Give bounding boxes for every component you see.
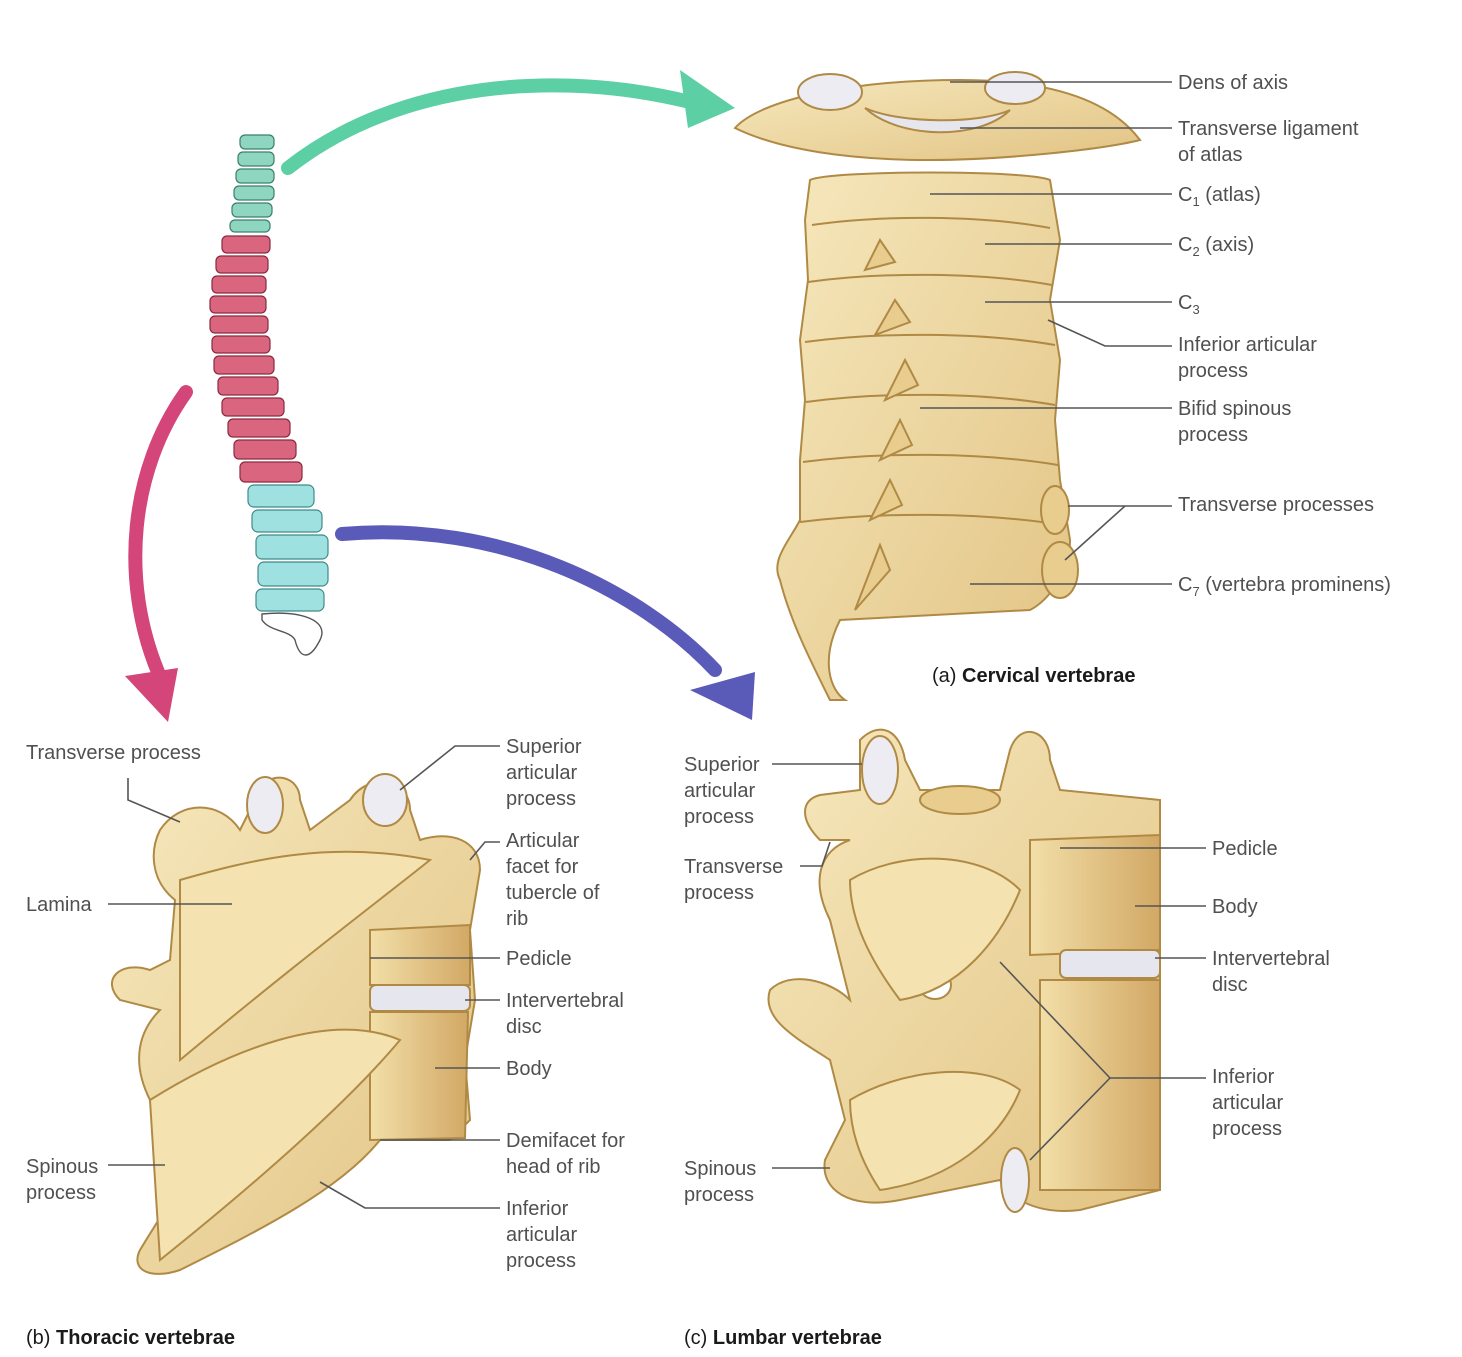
label-line: Transverse ligament bbox=[1178, 116, 1358, 142]
label-c1-atlas: C1 (atlas) bbox=[1178, 182, 1261, 215]
label-part: C bbox=[1178, 574, 1192, 596]
spine-overview bbox=[210, 135, 328, 655]
label-line: process bbox=[684, 804, 760, 830]
label-pedicle-thoracic: Pedicle bbox=[506, 946, 572, 972]
label-inferior-articular-process-lumbar: Inferior articular process bbox=[1212, 1064, 1283, 1142]
label-transverse-process-thoracic: Transverse process bbox=[26, 740, 201, 766]
label-line: Superior bbox=[684, 752, 760, 778]
label-superior-articular-process-thoracic: Superior articular process bbox=[506, 734, 582, 812]
label-line: facet for bbox=[506, 854, 599, 880]
label-line: Superior bbox=[506, 734, 582, 760]
caption-letter: (b) bbox=[26, 1327, 50, 1349]
label-dens-of-axis: Dens of axis bbox=[1178, 70, 1288, 96]
label-subscript: 1 bbox=[1192, 194, 1199, 209]
thoracic-region bbox=[210, 236, 302, 482]
label-part: (atlas) bbox=[1200, 184, 1261, 206]
label-line: disc bbox=[1212, 972, 1330, 998]
label-articular-facet-tubercle: Articular facet for tubercle of rib bbox=[506, 828, 599, 932]
label-lamina: Lamina bbox=[26, 892, 92, 918]
label-line: Spinous bbox=[684, 1156, 756, 1182]
caption-title: Thoracic vertebrae bbox=[56, 1327, 235, 1349]
label-part: C bbox=[1178, 234, 1192, 256]
label-spinous-process-thoracic: Spinous process bbox=[26, 1154, 98, 1206]
thoracic-illustration bbox=[112, 774, 480, 1274]
label-body-thoracic: Body bbox=[506, 1056, 552, 1082]
label-line: Bifid spinous bbox=[1178, 396, 1291, 422]
label-line: articular bbox=[1212, 1090, 1283, 1116]
caption-title: Lumbar vertebrae bbox=[713, 1327, 882, 1349]
label-line: Intervertebral bbox=[1212, 946, 1330, 972]
label-subscript: 7 bbox=[1192, 584, 1199, 599]
cervical-illustration bbox=[735, 72, 1140, 700]
caption-thoracic: (b) Thoracic vertebrae bbox=[26, 1326, 235, 1350]
label-line: Spinous bbox=[26, 1154, 98, 1180]
label-line: articular bbox=[506, 760, 582, 786]
label-spinous-process-lumbar: Spinous process bbox=[684, 1156, 756, 1208]
label-line: Transverse bbox=[684, 854, 783, 880]
label-c3: C3 bbox=[1178, 290, 1200, 323]
label-line: disc bbox=[506, 1014, 624, 1040]
caption-cervical: (a) Cervical vertebrae bbox=[932, 664, 1135, 688]
label-line: process bbox=[506, 786, 582, 812]
cervical-region bbox=[230, 135, 274, 232]
label-superior-articular-process-lumbar: Superior articular process bbox=[684, 752, 760, 830]
label-line: Inferior articular bbox=[1178, 332, 1317, 358]
label-transverse-processes: Transverse processes bbox=[1178, 492, 1374, 518]
label-line: of atlas bbox=[1178, 142, 1358, 168]
label-line: process bbox=[26, 1180, 98, 1206]
label-transverse-ligament: Transverse ligament of atlas bbox=[1178, 116, 1358, 168]
label-intervertebral-disc-thoracic: Intervertebral disc bbox=[506, 988, 624, 1040]
label-pedicle-lumbar: Pedicle bbox=[1212, 836, 1278, 862]
label-line: head of rib bbox=[506, 1154, 625, 1180]
caption-letter: (a) bbox=[932, 665, 956, 687]
label-line: tubercle of bbox=[506, 880, 599, 906]
label-inferior-articular-process-thoracic: Inferior articular process bbox=[506, 1196, 577, 1274]
label-line: process bbox=[1178, 422, 1291, 448]
label-transverse-process-lumbar: Transverse process bbox=[684, 854, 783, 906]
caption-lumbar: (c) Lumbar vertebrae bbox=[684, 1326, 882, 1350]
lumbar-illustration bbox=[768, 730, 1160, 1212]
label-line: articular bbox=[506, 1222, 577, 1248]
sacrum-coccyx bbox=[262, 613, 322, 655]
arrow-to-thoracic bbox=[125, 392, 186, 722]
label-line: Articular bbox=[506, 828, 599, 854]
label-line: Inferior bbox=[1212, 1064, 1283, 1090]
lumbar-region bbox=[248, 485, 328, 611]
label-line: Intervertebral bbox=[506, 988, 624, 1014]
caption-letter: (c) bbox=[684, 1327, 707, 1349]
label-part: C bbox=[1178, 292, 1192, 314]
label-demifacet-head-of-rib: Demifacet for head of rib bbox=[506, 1128, 625, 1180]
label-subscript: 2 bbox=[1192, 244, 1199, 259]
label-part: (vertebra prominens) bbox=[1200, 574, 1391, 596]
label-part: (axis) bbox=[1200, 234, 1254, 256]
label-c7-vertebra-prominens: C7 (vertebra prominens) bbox=[1178, 572, 1391, 605]
label-line: articular bbox=[684, 778, 760, 804]
label-c2-axis: C2 (axis) bbox=[1178, 232, 1254, 265]
label-line: process bbox=[506, 1248, 577, 1274]
label-line: process bbox=[684, 1182, 756, 1208]
label-line: process bbox=[1178, 358, 1317, 384]
label-intervertebral-disc-lumbar: Intervertebral disc bbox=[1212, 946, 1330, 998]
label-part: C bbox=[1178, 184, 1192, 206]
label-inferior-articular-process-cervical: Inferior articular process bbox=[1178, 332, 1317, 384]
arrow-to-lumbar bbox=[342, 532, 755, 720]
label-line: Demifacet for bbox=[506, 1128, 625, 1154]
label-line: rib bbox=[506, 906, 599, 932]
label-line: process bbox=[1212, 1116, 1283, 1142]
label-body-lumbar: Body bbox=[1212, 894, 1258, 920]
label-line: process bbox=[684, 880, 783, 906]
caption-title: Cervical vertebrae bbox=[962, 665, 1135, 687]
label-line: Inferior bbox=[506, 1196, 577, 1222]
arrow-to-cervical bbox=[288, 70, 735, 168]
label-subscript: 3 bbox=[1192, 302, 1199, 317]
label-bifid-spinous-process: Bifid spinous process bbox=[1178, 396, 1291, 448]
